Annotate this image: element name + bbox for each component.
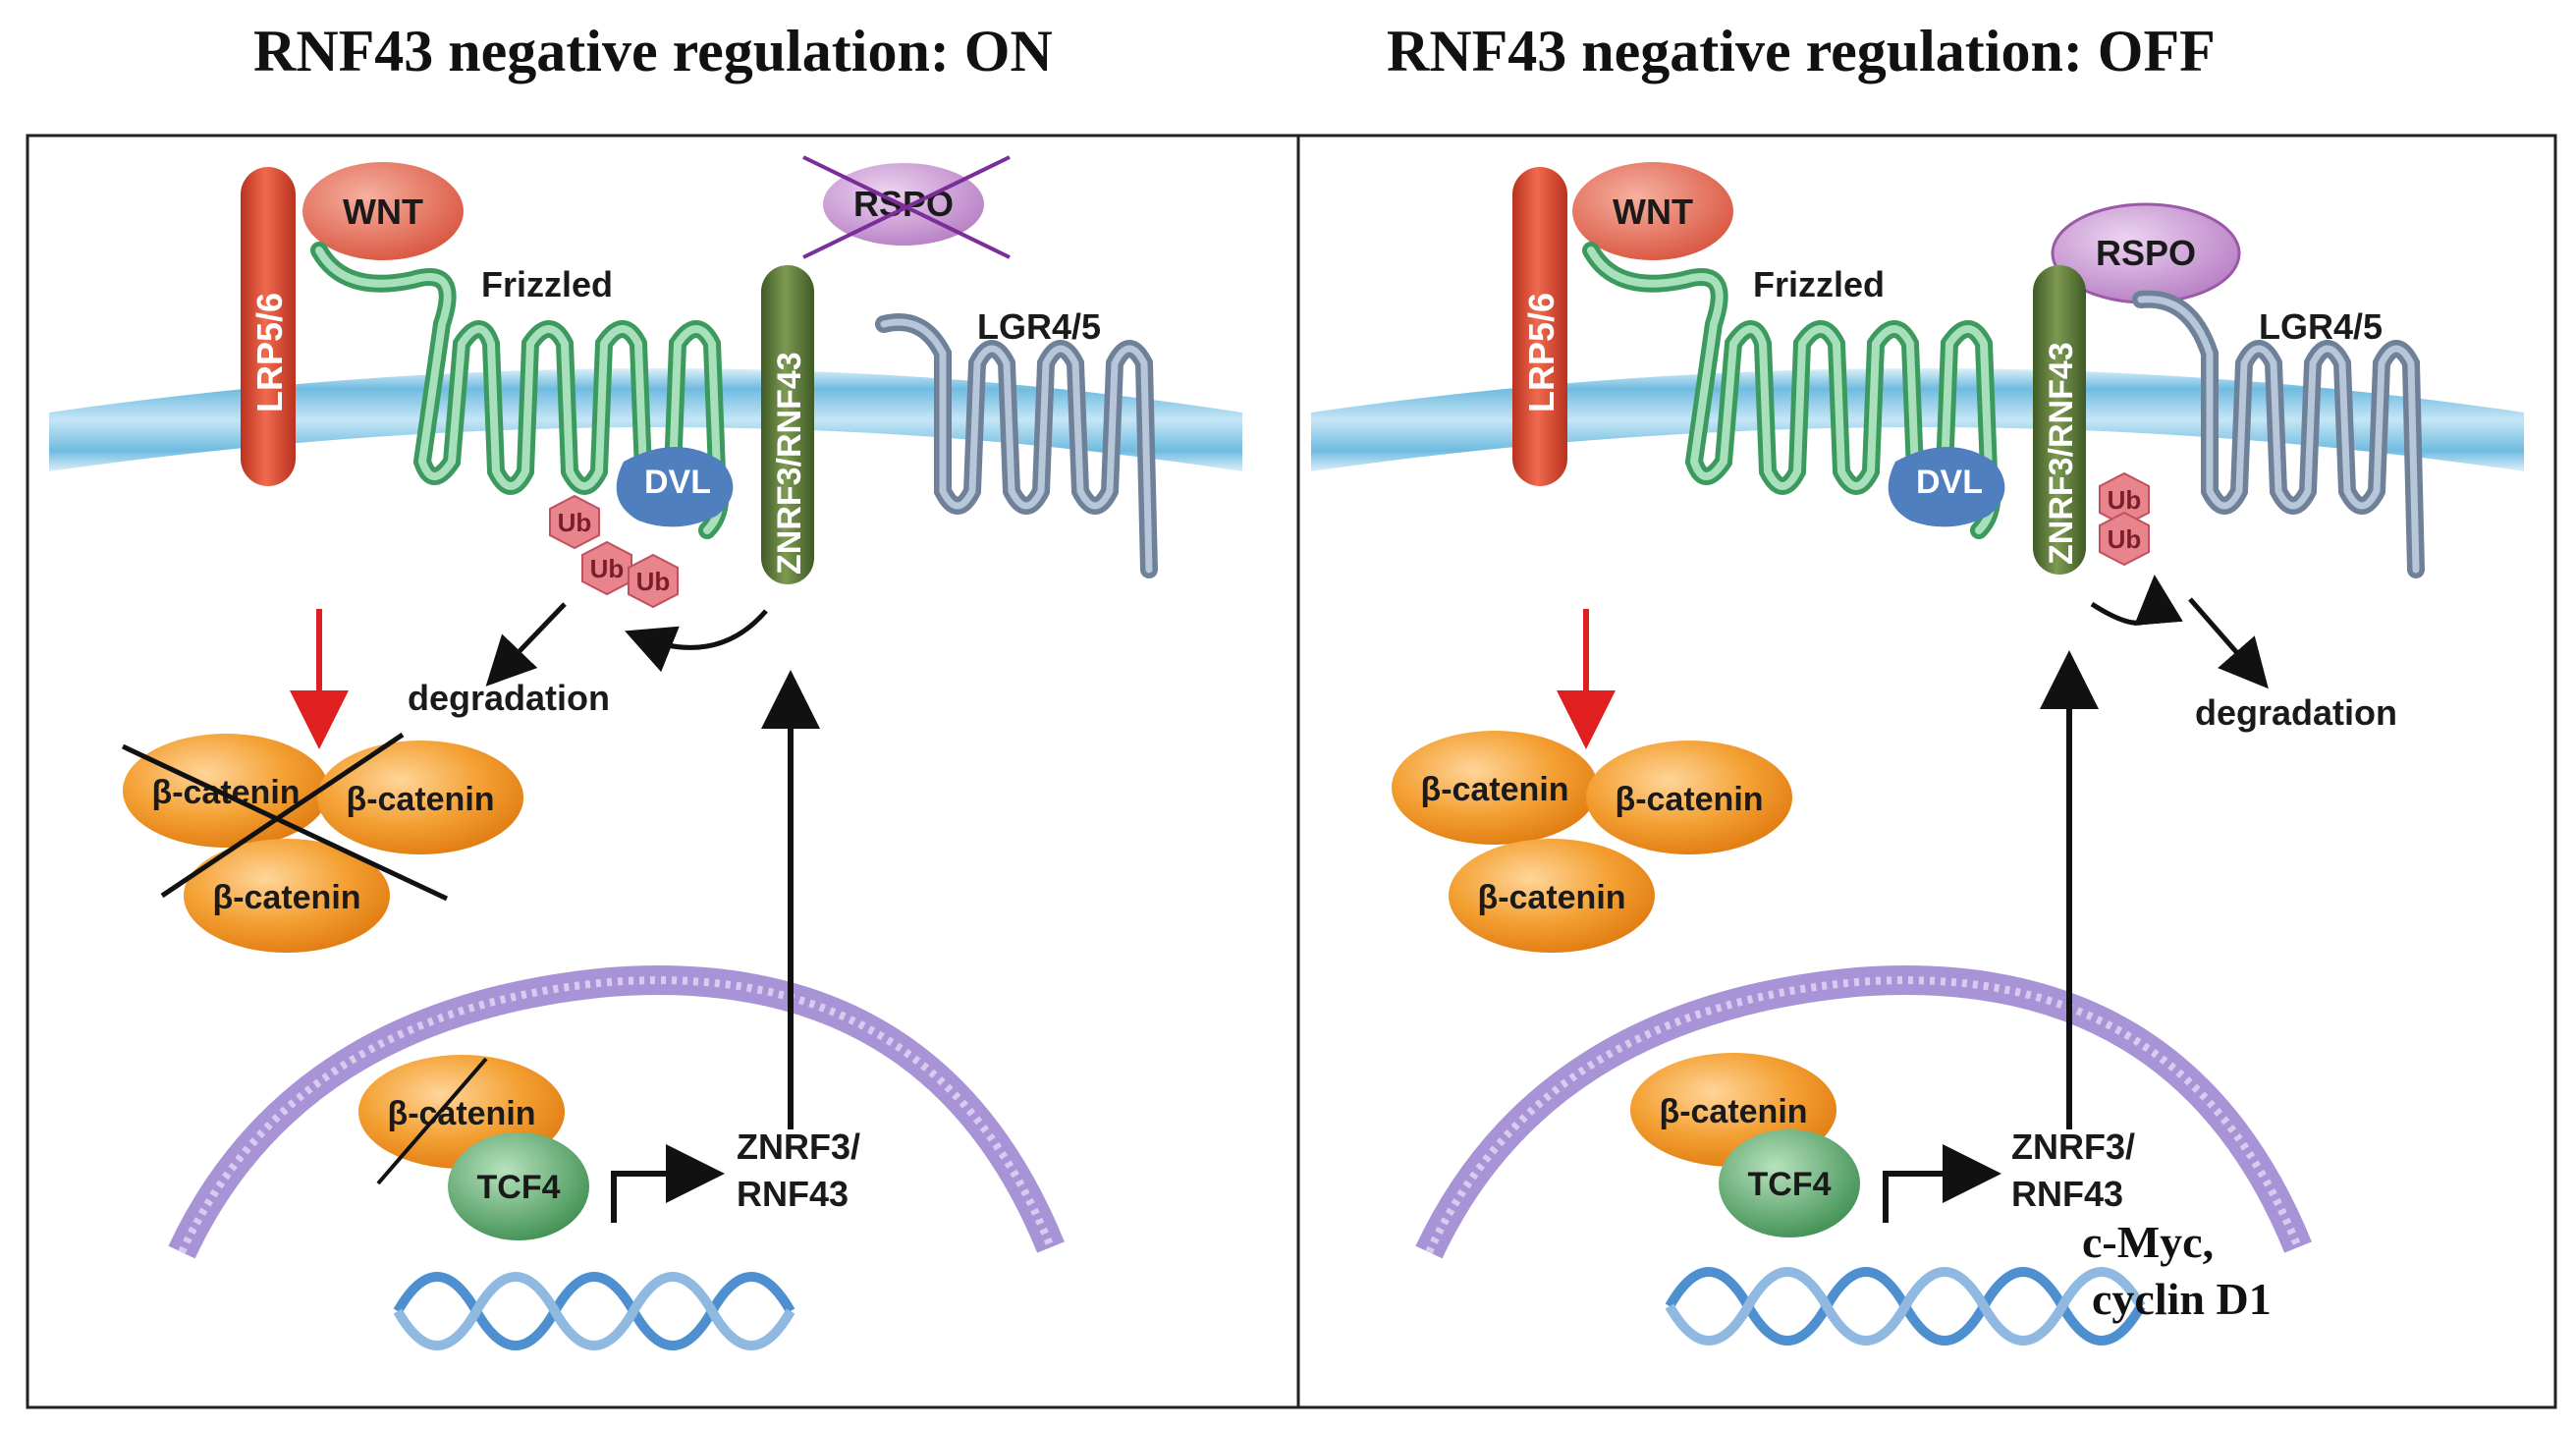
ubiquitin-chain: Ub Ub Ub — [549, 494, 679, 609]
svg-text:β-catenin: β-catenin — [387, 1095, 535, 1132]
rspo-label: RSPO — [2096, 233, 2196, 273]
panel-title-on: RNF43 negative regulation: ON — [253, 19, 1053, 83]
beta-catenin-cluster: β-catenin β-catenin β-catenin — [1392, 731, 1792, 953]
lgr-label: LGR4/5 — [977, 306, 1101, 347]
gene-label-line2: RNF43 — [2011, 1174, 2123, 1214]
dvl-protein — [1888, 447, 2005, 527]
lrp-receptor — [1512, 167, 1567, 486]
degradation-label: degradation — [2195, 692, 2397, 733]
svg-text:β-catenin: β-catenin — [1420, 771, 1568, 808]
gene-label-line1: ZNRF3/ — [737, 1127, 860, 1167]
cross-line — [376, 1057, 488, 1185]
lrp-label: LRP5/6 — [1521, 293, 1562, 412]
outer-frame — [26, 134, 2557, 1409]
svg-text:β-catenin: β-catenin — [1659, 1093, 1807, 1130]
cross-line — [121, 743, 449, 902]
degradation-arrow — [485, 602, 567, 687]
svg-text:β-catenin: β-catenin — [1477, 879, 1625, 916]
wnt-label: WNT — [343, 192, 423, 232]
beta-catenin-cluster-degraded: β-catenin β-catenin β-catenin — [121, 732, 523, 953]
svg-text:Ub: Ub — [636, 567, 671, 596]
tcf4-label: TCF4 — [477, 1169, 561, 1206]
frizzled-label: Frizzled — [1753, 264, 1885, 304]
nuclear-envelope — [1415, 965, 2312, 1259]
lrp-label: LRP5/6 — [249, 293, 290, 412]
dna-helix — [393, 1272, 795, 1350]
rspo-cross-line — [802, 155, 1011, 259]
gene-label-line1: ZNRF3/ — [2011, 1127, 2135, 1167]
panel-on: LRP5/6 WNT Frizzled RSPO ZNRF3/RNF43 LGR… — [49, 155, 1242, 1350]
svg-text:Ub: Ub — [590, 554, 625, 583]
panel-off: LRP5/6 WNT Frizzled RSPO ZNRF3/RNF43 LGR… — [1311, 162, 2524, 1346]
dvl-protein — [616, 447, 734, 527]
ubiquitination-arrow — [2090, 575, 2183, 626]
svg-text:Ub: Ub — [558, 508, 592, 537]
gene-label-line2: RNF43 — [737, 1174, 849, 1214]
frizzled-label: Frizzled — [481, 264, 613, 304]
znrf3-rnf43-receptor — [761, 265, 814, 584]
wnt-label: WNT — [1613, 192, 1693, 232]
svg-text:β-catenin: β-catenin — [1615, 781, 1763, 818]
ubiquitin-chain: Ub Ub — [2099, 471, 2150, 567]
dvl-label: DVL — [644, 464, 711, 501]
tcf4-label: TCF4 — [1748, 1166, 1832, 1203]
transcription-arrow — [611, 1144, 725, 1223]
dna-helix — [1665, 1267, 2146, 1346]
ubiquitination-arrow — [625, 609, 768, 673]
target-genes-line1: c-Myc, — [2082, 1217, 2214, 1267]
target-genes-line2: cyclin D1 — [2092, 1274, 2272, 1324]
tcf4-factor — [448, 1132, 589, 1240]
lgr-label: LGR4/5 — [2259, 306, 2383, 347]
degradation-arrow — [2188, 597, 2269, 689]
transcription-arrow — [1883, 1144, 2001, 1223]
wnt-ligand — [1572, 162, 1733, 260]
svg-text:β-catenin: β-catenin — [346, 781, 494, 818]
cross-line — [160, 732, 405, 899]
znrf3-rnf43-label: ZNRF3/RNF43 — [2043, 342, 2080, 565]
tcf4-factor — [1719, 1129, 1860, 1237]
svg-text:Ub: Ub — [2108, 524, 2142, 554]
panel-title-off: RNF43 negative regulation: OFF — [1387, 19, 2216, 83]
svg-text:Ub: Ub — [2108, 485, 2142, 515]
svg-text:β-catenin: β-catenin — [212, 879, 360, 916]
lrp-receptor — [241, 167, 296, 486]
wnt-ligand — [302, 162, 464, 260]
znrf3-rnf43-label: ZNRF3/RNF43 — [771, 352, 808, 575]
znrf3-rnf43-receptor — [2033, 265, 2086, 575]
dvl-label: DVL — [1916, 464, 1983, 501]
degradation-label: degradation — [408, 678, 610, 718]
